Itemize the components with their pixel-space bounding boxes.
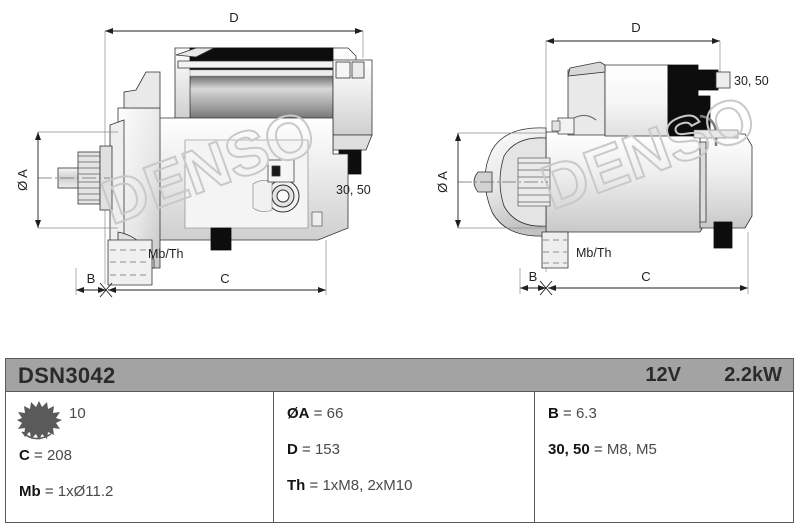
spec-row-d: D = 153 xyxy=(287,440,534,476)
drawing-side-view: D xyxy=(0,0,400,345)
spec-sep-terminals: = xyxy=(589,441,607,458)
terminal-stud-30 xyxy=(715,71,731,89)
dimension-b xyxy=(519,268,553,296)
dimension-label-diameter-a: Ø A xyxy=(15,169,30,191)
spec-table-header: DSN3042 12V 2.2kW xyxy=(6,359,793,392)
mounting-bolt-holes xyxy=(543,239,567,264)
spec-label-b: B xyxy=(548,405,559,422)
spec-value-b: 6.3 xyxy=(575,405,597,422)
spec-row-mb: Mb = 1xØ11.2 xyxy=(19,482,273,518)
spec-sep-d: = xyxy=(297,441,315,458)
spec-value-c: 208 xyxy=(46,447,72,464)
spec-column-3: B = 6.3 30, 50 = M8, M5 xyxy=(535,392,793,522)
pinion-gear xyxy=(517,157,551,207)
dimension-label-b: B xyxy=(87,271,96,286)
spec-label-th: Th xyxy=(287,477,306,494)
dimension-diameter-a xyxy=(35,131,118,229)
spec-value-d: 153 xyxy=(314,441,340,458)
spec-sep-mb: = xyxy=(40,483,58,500)
callout-mounting: Mb/Th xyxy=(576,246,611,260)
spec-label-d: D xyxy=(287,441,298,458)
dimension-label-b: B xyxy=(529,269,538,284)
spec-column-2: ØA = 66 D = 153 Th = 1xM8, 2xM10 xyxy=(274,392,535,522)
model-code: DSN3042 xyxy=(18,363,116,388)
spec-value-mb: 1xØ11.2 xyxy=(57,483,114,500)
spec-value-diameter-a: 66 xyxy=(326,405,344,422)
spec-row-b: B = 6.3 xyxy=(548,404,793,440)
spec-label-c: C xyxy=(19,447,30,464)
spec-row-terminals: 30, 50 = M8, M5 xyxy=(548,440,793,476)
dimension-label-d: D xyxy=(631,20,640,35)
power-rating: 2.2kW xyxy=(724,364,782,386)
spec-table-body: 10 C = 208 Mb = 1xØ11.2 ØA = 66 D = 153 xyxy=(6,392,793,522)
spec-label-mb: Mb xyxy=(19,483,41,500)
spec-value-th: 1xM8, 2xM10 xyxy=(322,477,413,494)
dimension-label-c: C xyxy=(641,269,650,284)
voltage-rating: 12V xyxy=(645,364,681,386)
dimension-label-d: D xyxy=(229,10,238,25)
dimension-c xyxy=(108,240,327,295)
spec-row-diameter-a: ØA = 66 xyxy=(287,404,534,440)
starter-motor-body xyxy=(473,61,753,269)
callout-mounting: Mb/Th xyxy=(148,247,183,261)
spec-sep-c: = xyxy=(29,447,47,464)
teeth-count: 10 xyxy=(69,405,86,422)
spec-row-c: C = 208 xyxy=(19,446,273,482)
spec-sep-b: = xyxy=(558,405,576,422)
callout-terminals: 30, 50 xyxy=(734,74,769,88)
specification-table: DSN3042 12V 2.2kW 10 C = 208 xyxy=(5,358,794,523)
dimension-diameter-a xyxy=(455,132,546,229)
dimension-label-diameter-a: Ø A xyxy=(435,171,450,193)
callout-terminals: 30, 50 xyxy=(336,183,371,197)
dimension-b xyxy=(75,268,113,298)
spec-label-diameter-a: ØA xyxy=(287,405,310,422)
gear-teeth-icon xyxy=(17,401,62,440)
spec-sep-th: = xyxy=(305,477,323,494)
terminal-stud-bottom xyxy=(210,227,232,251)
mounting-bolt-holes xyxy=(110,249,150,276)
starter-motor-body xyxy=(57,47,373,286)
spec-label-terminals: 30, 50 xyxy=(548,441,590,458)
terminal-stud-50 xyxy=(683,95,711,131)
teeth-row: 10 xyxy=(17,401,273,446)
spec-value-terminals: M8, M5 xyxy=(606,441,657,458)
drawing-top-view: D xyxy=(400,0,800,345)
dimension-c xyxy=(548,232,749,294)
spec-row-th: Th = 1xM8, 2xM10 xyxy=(287,476,534,512)
dimension-label-c: C xyxy=(220,271,229,286)
pinion-gear-teeth xyxy=(78,155,100,201)
spec-column-1: 10 C = 208 Mb = 1xØ11.2 xyxy=(6,392,274,522)
terminal-stud-bottom xyxy=(713,221,733,249)
spec-sep-diameter-a: = xyxy=(309,405,327,422)
